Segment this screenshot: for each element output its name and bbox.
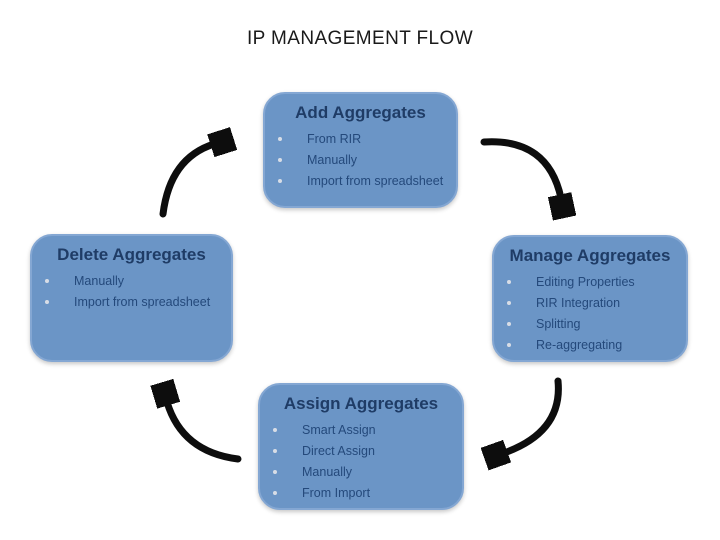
- box-title: Manage Aggregates: [509, 246, 671, 265]
- page-title: IP MANAGEMENT FLOW: [246, 28, 474, 49]
- curved-arrow-manage-to-assign-icon: [504, 377, 562, 453]
- bullet-item: Direct Assign: [260, 440, 462, 461]
- bullet-dot-icon: [278, 178, 282, 183]
- curved-arrow-assign-to-delete-icon: [167, 402, 242, 463]
- curved-arrow-add-to-manage-icon: [480, 138, 561, 198]
- bullet-item: Re-aggregating: [494, 334, 686, 355]
- bullet-item: Splitting: [494, 313, 686, 334]
- bullet-item: Manually: [260, 461, 462, 482]
- bullet-text: From Import: [302, 485, 371, 500]
- bullet-dot-icon: [273, 427, 277, 432]
- bullet-list: Editing Properties RIR Integration Split…: [494, 271, 686, 355]
- bullet-item: Import from spreadsheet: [32, 291, 231, 312]
- bullet-text: Manually: [74, 273, 125, 288]
- bullet-dot-icon: [45, 278, 49, 283]
- bullet-dot-icon: [273, 469, 277, 474]
- flow-box-manage-aggregates: Manage Aggregates Editing Properties RIR…: [492, 235, 688, 362]
- bullet-dot-icon: [507, 279, 511, 284]
- bullet-list: From RIR Manually Import from spreadshee…: [265, 128, 456, 191]
- flow-box-add-aggregates: Add Aggregates From RIR Manually Import …: [263, 92, 458, 208]
- bullet-text: Manually: [307, 152, 358, 167]
- bullet-text: From RIR: [307, 131, 362, 146]
- bullet-text: Import from spreadsheet: [307, 173, 444, 188]
- box-title: Assign Aggregates: [283, 394, 439, 413]
- bullet-dot-icon: [45, 299, 49, 304]
- bullet-text: RIR Integration: [536, 295, 621, 310]
- box-title: Delete Aggregates: [57, 245, 206, 264]
- bullet-dot-icon: [278, 136, 282, 141]
- bullet-list: Smart Assign Direct Assign Manually From…: [260, 419, 462, 503]
- bullet-dot-icon: [507, 300, 511, 305]
- bullet-text: Manually: [302, 464, 353, 479]
- bullet-item: From Import: [260, 482, 462, 503]
- bullet-dot-icon: [278, 157, 282, 162]
- flow-box-delete-aggregates: Delete Aggregates Manually Import from s…: [30, 234, 233, 362]
- bullet-item: Smart Assign: [260, 419, 462, 440]
- bullet-text: Splitting: [536, 316, 581, 331]
- bullet-text: Direct Assign: [302, 443, 375, 458]
- bullet-list: Manually Import from spreadsheet: [32, 270, 231, 312]
- bullet-dot-icon: [273, 490, 277, 495]
- bullet-text: Editing Properties: [536, 274, 635, 289]
- bullet-item: From RIR: [265, 128, 456, 149]
- bullet-item: Import from spreadsheet: [265, 170, 456, 191]
- bullet-text: Smart Assign: [302, 422, 376, 437]
- flow-box-assign-aggregates: Assign Aggregates Smart Assign Direct As…: [258, 383, 464, 510]
- bullet-text: Import from spreadsheet: [74, 294, 211, 309]
- bullet-dot-icon: [507, 321, 511, 326]
- bullet-item: Manually: [265, 149, 456, 170]
- bullet-dot-icon: [507, 342, 511, 347]
- bullet-item: Editing Properties: [494, 271, 686, 292]
- bullet-dot-icon: [273, 448, 277, 453]
- box-title: Add Aggregates: [295, 103, 426, 122]
- bullet-item: Manually: [32, 270, 231, 291]
- curved-arrow-delete-to-add-icon: [159, 144, 214, 218]
- bullet-item: RIR Integration: [494, 292, 686, 313]
- bullet-text: Re-aggregating: [536, 337, 623, 352]
